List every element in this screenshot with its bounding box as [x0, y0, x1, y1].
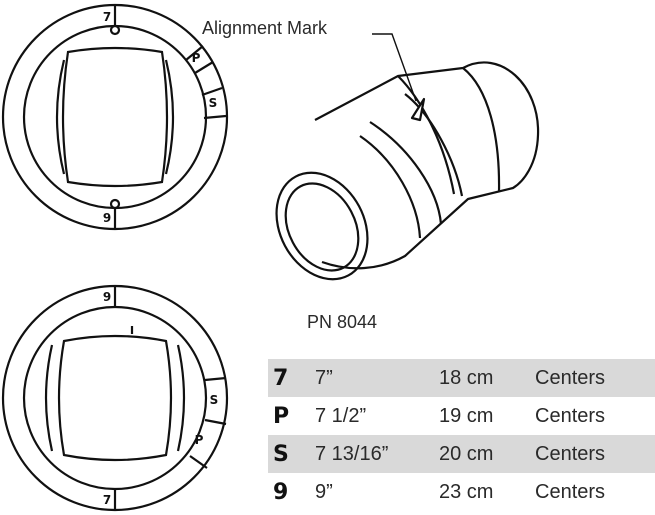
bottom-dial-square [57, 334, 173, 462]
top-dial-outer-ring [1, 3, 229, 231]
coupler-rim-band-2 [369, 121, 443, 225]
row-label: Centers [535, 442, 606, 465]
alignment-mark-arrow [410, 97, 426, 122]
top-dial-inner-ring [22, 24, 208, 210]
bottom-dial-labels: 9 S P 7 [103, 290, 219, 507]
bottom-dial-marker-p: P [195, 433, 204, 447]
top-dial-marker-top: 7 [103, 10, 111, 24]
row-code: S [273, 441, 289, 467]
coupler-rim-band [359, 135, 422, 239]
top-dial [1, 3, 229, 231]
coupler-ridge-2 [404, 93, 464, 197]
row-inches: 9” [315, 480, 333, 503]
row-inches: 7 13/16” [315, 442, 389, 465]
top-dial-notch-bottom [109, 198, 121, 210]
row-code: P [273, 403, 290, 429]
table-row: P 7 1/2” 19 cm Centers [268, 397, 655, 435]
table-row: S 7 13/16” 20 cm Centers [268, 435, 655, 473]
coupler-body-outline [314, 61, 540, 270]
row-label: Centers [535, 366, 606, 389]
row-code: 9 [273, 479, 289, 505]
top-dial-marker-bottom: 9 [103, 211, 111, 225]
row-centimeters: 19 cm [439, 404, 494, 427]
top-dial-notch-top [109, 24, 121, 36]
row-centimeters: 20 cm [439, 442, 494, 465]
bottom-dial-outer-ring [1, 284, 229, 512]
row-code: 7 [273, 365, 289, 391]
top-dial-marker-s: S [209, 96, 218, 110]
coupler-end-inner [284, 182, 360, 272]
row-label: Centers [535, 480, 606, 503]
bottom-dial-marker-top: 9 [103, 290, 111, 304]
top-dial-lens [55, 59, 175, 175]
alignment-mark-label: Alignment Mark [202, 18, 328, 38]
row-centimeters: 18 cm [439, 366, 494, 389]
alignment-mark-leader [372, 33, 417, 102]
coupler-ridge-3 [462, 67, 501, 193]
bottom-dial-marker-s: S [210, 393, 219, 407]
top-dial-labels: 7 P S 9 [103, 10, 218, 225]
bottom-dial-marker-bottom: 7 [103, 493, 111, 507]
bottom-dial-lens [44, 344, 186, 452]
row-inches: 7 1/2” [315, 404, 367, 427]
spec-table: 7 7” 18 cm Centers P 7 1/2” 19 cm Center… [268, 359, 655, 511]
bottom-dial [1, 284, 229, 512]
top-dial-square [61, 46, 169, 188]
coupler-illustration [275, 61, 540, 281]
row-centimeters: 23 cm [439, 480, 494, 503]
coupler-end-outer [275, 171, 369, 281]
row-label: Centers [535, 404, 606, 427]
coupler-ridge-1 [397, 75, 456, 195]
top-dial-marker-p: P [192, 51, 201, 65]
table-row: 9 9” 23 cm Centers [268, 473, 655, 511]
part-number: PN 8044 [307, 312, 378, 332]
table-row: 7 7” 18 cm Centers [268, 359, 655, 397]
bottom-dial-inner-ring [22, 305, 208, 491]
row-inches: 7” [315, 366, 333, 389]
